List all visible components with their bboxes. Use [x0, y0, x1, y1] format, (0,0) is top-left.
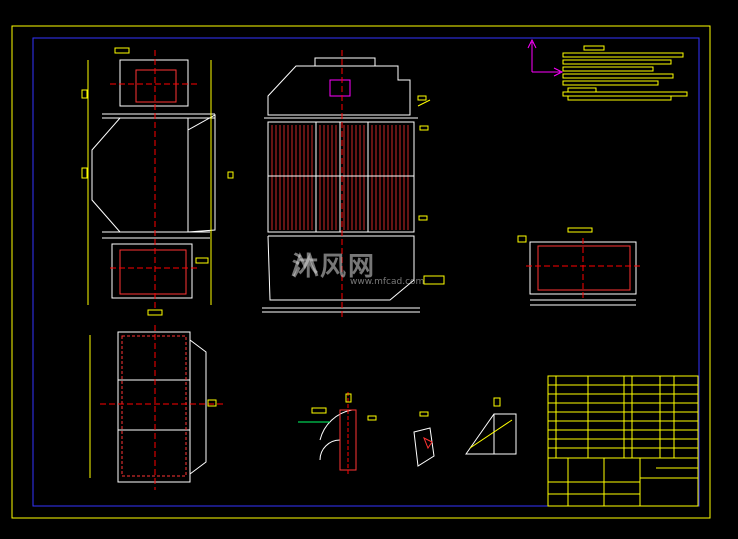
watermark-url: www.mfcad.com — [350, 277, 425, 287]
ucs-axis-icon — [527, 38, 564, 77]
inner-frame — [32, 37, 700, 507]
front-elevation-view — [227, 50, 445, 318]
side-elevation-view — [81, 47, 216, 310]
detail-view-c — [465, 397, 517, 455]
cross-section-view — [517, 227, 640, 306]
mf-logo-icon — [291, 252, 319, 277]
outer-frame — [11, 25, 711, 519]
watermark-text: 沐风网 — [292, 252, 377, 282]
title-block — [547, 375, 699, 507]
technical-notes — [562, 45, 688, 101]
detail-view-b — [413, 411, 435, 467]
lower-side-view — [89, 309, 225, 490]
detail-view-a — [298, 392, 377, 476]
